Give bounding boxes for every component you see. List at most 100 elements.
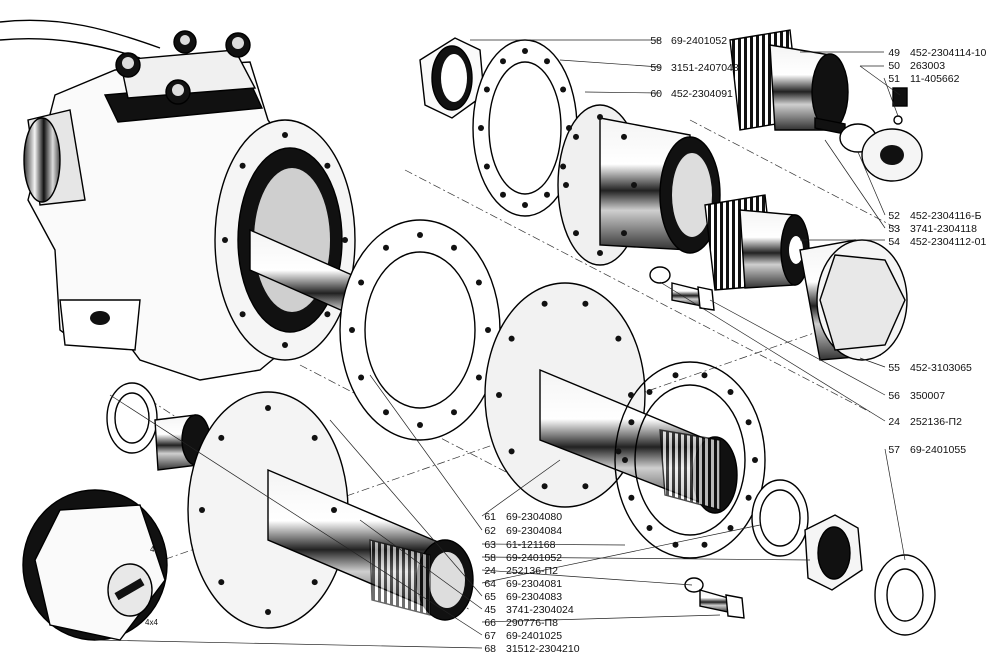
callout-24-code: 252136-П2: [910, 416, 962, 428]
spindle-flange-right-bolt-hole: [582, 300, 589, 307]
bolt-66: [684, 577, 745, 619]
callout-53-code: 3741-2304118: [910, 223, 977, 235]
gasket-63: [614, 361, 766, 559]
bolt-holes: [199, 48, 758, 615]
gasket-63-bolt-hole: [622, 457, 628, 463]
callout-57-code: 69-2401055: [910, 444, 966, 456]
gasket-59-bolt-hole: [483, 163, 490, 170]
hub-marking-4x2: 4x2: [150, 545, 163, 554]
callout-67-num: 67: [484, 630, 496, 642]
housing-flange-bolt-hole: [282, 342, 288, 348]
gasket-large-bolt-hole: [417, 422, 423, 428]
housing-flange-bolt-hole: [342, 237, 348, 243]
spindle-flange-right-bolt-hole: [541, 483, 548, 490]
gasket-large-bolt-hole: [451, 244, 457, 251]
hub-60-flange-bolt-hole: [597, 114, 603, 120]
gasket-63-bolt-hole: [646, 389, 653, 395]
callout-68-code: 31512-2304210: [506, 643, 580, 655]
spindle-flange-right-bolt-hole: [541, 300, 548, 307]
hub-60-flange-bolt-hole: [621, 133, 627, 140]
gasket-59-bolt-hole: [500, 191, 506, 198]
callout-53-num: 53: [888, 223, 900, 235]
callout-56-code: 350007: [910, 390, 945, 402]
gasket-59-bolt-hole: [560, 86, 567, 93]
spindle-45-flange-bolt-hole: [265, 405, 271, 411]
gasket-63-bolt-hole: [701, 541, 708, 548]
gasket-59-bolt-hole: [566, 125, 572, 131]
washer-64: [751, 479, 809, 557]
callout-58-num: 58: [650, 35, 662, 47]
spindle-flange-right-bolt-hole: [508, 335, 515, 342]
gasket-large-bolt-hole: [475, 279, 482, 286]
gasket-63-bolt-hole: [646, 525, 653, 531]
spindle-45: [187, 391, 474, 629]
callout-65-code: 69-2304083: [506, 591, 562, 603]
callout-51-num: 51: [888, 73, 900, 85]
gasket-large-bolt-hole: [358, 374, 365, 381]
spindle-flange-right-bolt-hole: [496, 392, 502, 398]
callout-60-num: 60: [650, 88, 662, 100]
gasket-large-bolt-hole: [383, 409, 389, 416]
callout-59-code: 3151-2407048: [671, 62, 739, 74]
housing-flange-bolt-hole: [324, 311, 331, 318]
hub-60: [557, 104, 721, 266]
spindle-45-flange-bolt-hole: [218, 434, 225, 441]
bolt-56-top: [649, 266, 715, 311]
gasket-59-bolt-hole: [544, 58, 550, 65]
screw-52: [814, 117, 923, 182]
gasket-63-bolt-hole: [628, 494, 635, 501]
hub-60-flange-bolt-hole: [631, 182, 637, 188]
callout-64-num: 64: [484, 578, 496, 590]
lock-nut-58-top: [419, 37, 485, 119]
gasket-59-bolt-hole: [522, 48, 528, 54]
callout-68-num: 68: [484, 643, 496, 655]
hub-60-flange-bolt-hole: [573, 133, 579, 140]
callout-65-num: 65: [484, 591, 496, 603]
gasket-59-bolt-hole: [522, 202, 528, 208]
callout-45-num: 45: [484, 604, 496, 616]
gasket-large-bolt-hole: [349, 327, 355, 333]
gasket-63-bolt-hole: [727, 389, 734, 395]
spindle-45-flange-bolt-hole: [331, 507, 337, 513]
callout-60-code: 452-2304091: [671, 88, 733, 100]
callout-50-code: 263003: [910, 60, 945, 72]
callout-58-code: 69-2401052: [671, 35, 727, 47]
callout-64-code: 69-2304081: [506, 578, 562, 590]
gasket-63-bolt-hole: [628, 419, 635, 426]
gasket-63-bolt-hole: [745, 419, 752, 426]
spindle-45-flange-bolt-hole: [311, 579, 318, 586]
callout-54-num: 54: [888, 236, 900, 248]
knuckle-housing: [0, 19, 356, 381]
callout-24-num: 24: [888, 416, 900, 428]
cap-55: [799, 239, 908, 361]
gasket-large-bolt-hole: [383, 244, 389, 251]
callout-67-code: 69-2401025: [506, 630, 562, 642]
housing-flange-bolt-hole: [282, 132, 288, 138]
spindle-flange-right: [484, 282, 738, 514]
hub-60-flange-bolt-hole: [563, 182, 569, 188]
freewheel-hub-68: 4x2 4x4: [22, 489, 168, 641]
gasket-63-bolt-hole: [672, 372, 679, 379]
callout-49-code: 452-2304114-10: [910, 47, 986, 59]
callout-66-num: 66: [484, 617, 496, 629]
gasket-63-bolt-hole: [672, 541, 679, 548]
gasket-59-bolt-hole: [560, 163, 567, 170]
gasket-large-bolt-hole: [475, 374, 482, 381]
gasket-59-bolt-hole: [483, 86, 490, 93]
housing-flange-bolt-hole: [324, 162, 331, 169]
hub-marking-4x4: 4x4: [145, 618, 158, 627]
callout-58b-code: 69-2401052: [506, 552, 562, 564]
callout-62-code: 69-2304084: [506, 525, 562, 537]
callout-61-num: 61: [484, 511, 496, 523]
gasket-63-bolt-hole: [752, 457, 758, 463]
spindle-flange-right-bolt-hole: [615, 335, 622, 342]
lock-washer-57: [874, 554, 936, 636]
callout-55-code: 452-3103065: [910, 362, 972, 374]
hub-60-flange-bolt-hole: [621, 230, 627, 237]
spindle-45-flange-bolt-hole: [265, 609, 271, 615]
hub-60-flange-bolt-hole: [597, 250, 603, 256]
callout-58b-num: 58: [484, 552, 496, 564]
gasket-large: [339, 219, 501, 441]
callout-52-code: 452-2304116-Б: [910, 210, 982, 222]
